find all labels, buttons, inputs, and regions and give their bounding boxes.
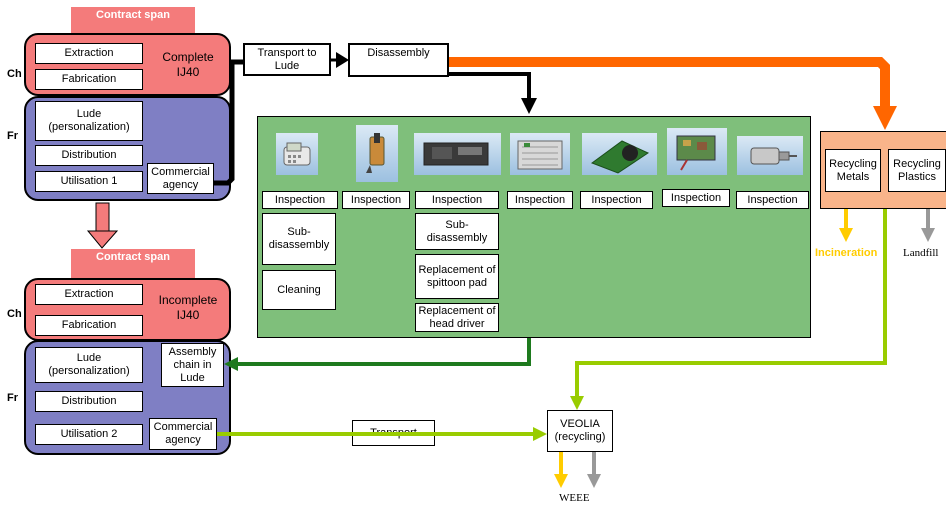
arrowhead-weee-gray [587, 474, 601, 488]
inspection-box-3: Inspection [415, 191, 499, 209]
arrowhead-assembly [224, 357, 238, 371]
connector-disassembly-to-panel [449, 72, 531, 100]
arrowhead-disassembly [336, 52, 349, 68]
landfill-label: Landfill [903, 247, 939, 259]
arrowhead-weee-yellow [554, 474, 568, 488]
inspection-box-1: Inspection [262, 191, 338, 209]
print-head-icon [366, 133, 385, 173]
commercial-agency-bottom: Commercial agency [149, 418, 217, 450]
inspection-box-6: Inspection [662, 189, 730, 207]
component-photo-cartridge-unit [414, 133, 501, 175]
disassembly-box: Disassembly [348, 43, 449, 77]
extraction-step-top: Extraction [35, 43, 143, 64]
weee-label: WEEE [559, 492, 590, 504]
distribution-step-top: Distribution [35, 145, 143, 166]
inspection-box-2: Inspection [342, 191, 410, 209]
keypad-icon [283, 142, 311, 166]
recycling-metals-box: Recycling Metals [825, 149, 881, 192]
connector-panel-to-assembly [235, 338, 531, 366]
phase-title-top: Complete IJ40 [146, 50, 230, 80]
component-photo-motor [737, 136, 803, 175]
phase-title-top-line1: Complete [162, 50, 214, 64]
sub-disassembly-box-1: Sub-disassembly [262, 213, 336, 265]
cartridge-unit-icon [423, 142, 489, 166]
phase-title-bottom: Incomplete IJ40 [146, 293, 230, 323]
connector-agency-to-transport [214, 59, 243, 186]
arrowhead-recycling [873, 106, 897, 130]
component-photo-head [356, 125, 398, 182]
commercial-agency-top: Commercial agency [147, 163, 214, 194]
pcb-icon [590, 140, 650, 174]
component-photo-board [510, 133, 570, 175]
fabrication-step-bottom: Fabrication [35, 315, 143, 336]
component-photo-keypad [276, 133, 318, 175]
phase-title-bottom-line2: IJ40 [176, 308, 200, 322]
distribution-step-bottom: Distribution [35, 391, 143, 412]
small-board-icon [676, 135, 716, 171]
contract-span-banner-bottom: Contract span [71, 249, 195, 279]
phase-title-top-line2: IJ40 [176, 65, 200, 79]
lude-step-bottom: Lude (personalization) [35, 347, 143, 383]
phase-title-bottom-line1: Incomplete [158, 293, 218, 307]
incineration-label: Incineration [815, 247, 878, 259]
contract-span-banner-top: Contract span [71, 7, 195, 37]
side-label-fr-bottom: Fr [7, 392, 18, 404]
arrowhead-veolia-top [570, 396, 584, 410]
side-label-ch-bottom: Ch [7, 308, 22, 320]
circuit-board-icon [517, 140, 563, 170]
utilisation-step-top: Utilisation 1 [35, 171, 143, 192]
replacement-head-box: Replacement of head driver [415, 303, 499, 332]
sub-disassembly-box-2: Sub-disassembly [415, 213, 499, 250]
fabrication-step-top: Fabrication [35, 69, 143, 90]
cleaning-box: Cleaning [262, 270, 336, 310]
lude-step-top: Lude (personalization) [35, 101, 143, 141]
inspection-box-4: Inspection [507, 191, 573, 209]
veolia-box: VEOLIA (recycling) [547, 410, 613, 452]
component-photo-pcb [582, 133, 657, 175]
connector-disassembly-to-recycling [449, 57, 890, 110]
arrowhead-incineration [839, 228, 853, 242]
arrowhead-landfill [921, 228, 935, 242]
component-photo-small-board [667, 128, 727, 175]
arrowhead-veolia-left [533, 427, 547, 441]
contract-span-label-bottom: Contract span [96, 251, 170, 263]
connector-recycling-to-veolia [575, 209, 887, 398]
replacement-spittoon-box: Replacement of spittoon pad [415, 254, 499, 299]
utilisation-step-bottom: Utilisation 2 [35, 424, 143, 445]
side-label-fr-top: Fr [7, 130, 18, 142]
inspection-box-5: Inspection [580, 191, 653, 209]
assembly-chain-box: Assembly chain in Lude [161, 343, 224, 387]
transport-to-lude-box: Transport to Lude [243, 43, 331, 76]
extraction-step-bottom: Extraction [35, 284, 143, 305]
arrowhead-panel [521, 98, 537, 114]
inspection-box-7: Inspection [736, 191, 809, 209]
recycling-plastics-box: Recycling Plastics [888, 149, 946, 192]
motor-icon [750, 147, 797, 165]
contract-span-label-top: Contract span [96, 9, 170, 21]
pink-arrow-shaft [95, 202, 110, 233]
pink-arrow-head [86, 230, 119, 249]
side-label-ch-top: Ch [7, 68, 22, 80]
